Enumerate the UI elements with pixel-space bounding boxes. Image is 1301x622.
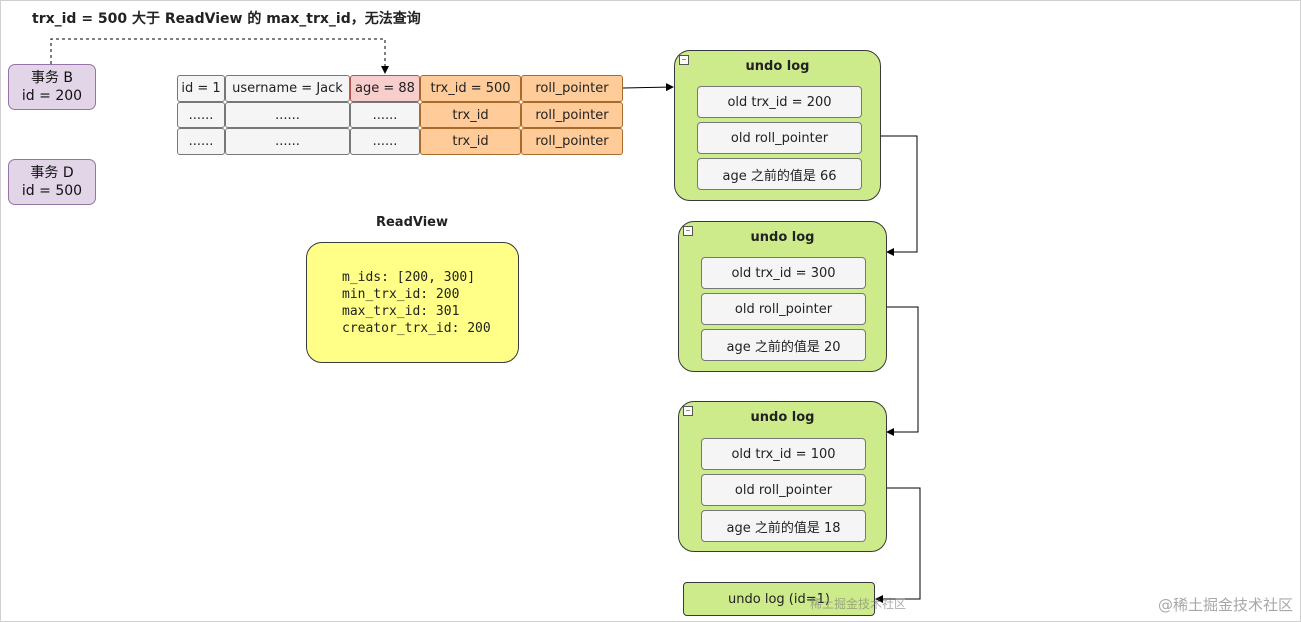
row-1-id: ...... <box>177 102 225 128</box>
row-1-age: ...... <box>350 102 420 128</box>
row-2-trx-id: trx_id <box>420 128 521 155</box>
readview-max-trx-id: max_trx_id: 301 <box>342 304 460 319</box>
undo-log-2-trx-id: old trx_id = 300 <box>701 257 866 289</box>
undo-log-2-age: age 之前的值是 20 <box>701 329 866 361</box>
dashed-connector <box>50 38 389 74</box>
readview-box: m_ids: [200, 300] min_trx_id: 200 max_tr… <box>306 242 519 363</box>
undo-log-3: − undo log old trx_id = 100 old roll_poi… <box>678 401 887 552</box>
undo-log-3-age: age 之前的值是 18 <box>701 510 866 542</box>
row-2-age: ...... <box>350 128 420 155</box>
transaction-d-id: id = 500 <box>21 183 83 199</box>
readview-title: ReadView <box>375 215 449 230</box>
row-0-id: id = 1 <box>177 75 225 102</box>
arrow-row-to-undo1 <box>622 83 674 92</box>
undo-log-2: − undo log old trx_id = 300 old roll_poi… <box>678 221 887 372</box>
undo-log-1-trx-id: old trx_id = 200 <box>697 86 862 118</box>
collapse-icon[interactable]: − <box>683 406 693 416</box>
row-2-roll-pointer: roll_pointer <box>521 128 623 155</box>
arrow-undo1-to-undo2 <box>858 135 918 256</box>
row-2-username: ...... <box>225 128 350 155</box>
undo-log-3-trx-id: old trx_id = 100 <box>701 438 866 470</box>
transaction-d-box: 事务 D id = 500 <box>8 159 96 205</box>
transaction-b-name: 事务 B <box>30 70 74 86</box>
transaction-d-name: 事务 D <box>30 165 74 181</box>
undo-log-1-age: age 之前的值是 66 <box>697 158 862 190</box>
undo-log-2-roll-pointer: old roll_pointer <box>701 293 866 325</box>
undo-log-1-title: undo log <box>745 59 810 74</box>
row-1-trx-id: trx_id <box>420 102 521 128</box>
row-1-roll-pointer: roll_pointer <box>521 102 623 128</box>
arrow-undo3-to-last <box>862 487 921 603</box>
row-2-id: ...... <box>177 128 225 155</box>
transaction-b-box: 事务 B id = 200 <box>8 64 96 110</box>
last-undo-log: undo log (id=1) <box>683 582 875 616</box>
readview-m-ids: m_ids: [200, 300] <box>342 270 476 285</box>
undo-log-1: − undo log old trx_id = 200 old roll_poi… <box>674 50 881 201</box>
row-0-age: age = 88 <box>350 75 420 102</box>
readview-min-trx-id: min_trx_id: 200 <box>342 287 460 302</box>
row-0-username: username = Jack <box>225 75 350 102</box>
diagram-title: trx_id = 500 大于 ReadView 的 max_trx_id，无法… <box>32 11 421 27</box>
row-0-trx-id: trx_id = 500 <box>420 75 521 102</box>
undo-log-1-roll-pointer: old roll_pointer <box>697 122 862 154</box>
row-0-roll-pointer: roll_pointer <box>521 75 623 102</box>
collapse-icon[interactable]: − <box>679 55 689 65</box>
arrow-undo2-to-undo3 <box>862 306 919 436</box>
undo-log-3-roll-pointer: old roll_pointer <box>701 474 866 506</box>
transaction-b-id: id = 200 <box>21 88 83 104</box>
row-1-username: ...... <box>225 102 350 128</box>
undo-log-2-title: undo log <box>750 230 815 245</box>
inner-watermark: 稀土掘金技术社区 <box>810 597 907 611</box>
readview-creator-trx-id: creator_trx_id: 200 <box>342 321 491 336</box>
collapse-icon[interactable]: − <box>683 226 693 236</box>
undo-log-3-title: undo log <box>750 410 815 425</box>
watermark: @稀土掘金技术社区 <box>1157 596 1293 614</box>
